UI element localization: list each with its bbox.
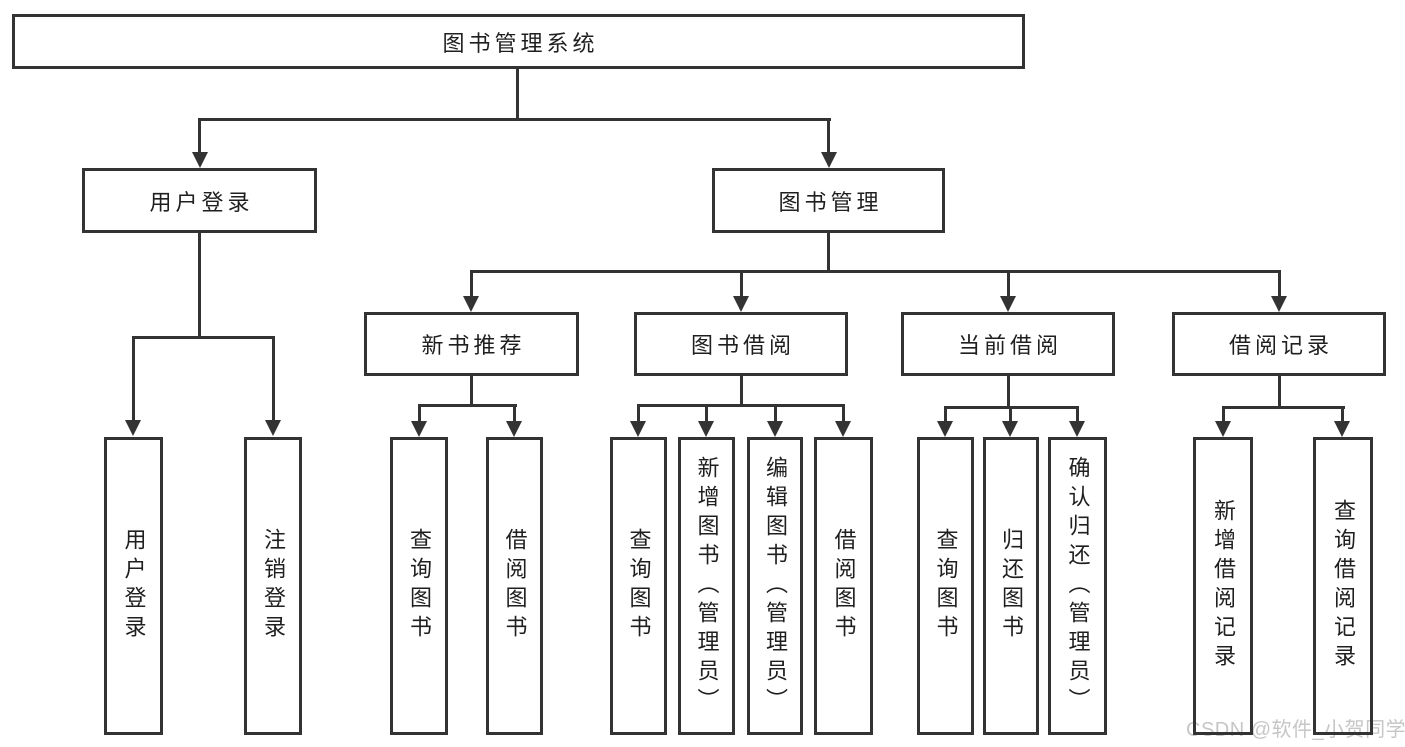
node-label: 借阅记录	[1228, 333, 1333, 358]
connector-segment	[637, 404, 845, 407]
node-label: 用户登录	[149, 189, 254, 215]
node-label: 图书管理	[778, 189, 883, 215]
node-label: 查询借阅记录	[1331, 499, 1356, 673]
connector-segment	[740, 270, 743, 298]
node-add-books-admin: 新增图书（管理员）	[678, 437, 735, 735]
connector-segment	[827, 233, 830, 273]
arrow-down-icon	[1000, 296, 1016, 312]
connector-segment	[1278, 270, 1281, 298]
arrow-down-icon	[125, 420, 141, 436]
node-label: 归还图书	[999, 528, 1024, 644]
connector-segment	[132, 336, 275, 339]
arrow-down-icon	[1215, 421, 1231, 437]
node-book-management: 图书管理	[712, 168, 945, 233]
node-label: 借阅图书	[502, 528, 528, 644]
node-user-login-branch: 用户登录	[82, 168, 317, 233]
node-add-borrow-record: 新增借阅记录	[1193, 437, 1253, 735]
connector-segment	[513, 404, 516, 423]
arrow-down-icon	[767, 421, 783, 437]
node-book-borrowing: 图书借阅	[634, 312, 848, 376]
node-label: 查询图书	[933, 528, 959, 644]
connector-segment	[827, 118, 830, 152]
connector-segment	[944, 406, 947, 423]
arrow-down-icon	[1069, 421, 1085, 437]
arrow-down-icon	[265, 420, 281, 436]
connector-segment	[418, 404, 517, 407]
connector-segment	[470, 270, 473, 298]
connector-segment	[1007, 375, 1010, 409]
node-label: 新增借阅记录	[1211, 499, 1236, 673]
arrow-down-icon	[698, 421, 714, 437]
connector-segment	[132, 336, 135, 420]
node-label: 新增图书（管理员）	[694, 455, 720, 717]
connector-segment	[198, 118, 831, 121]
connector-segment	[470, 375, 473, 407]
connector-segment	[272, 336, 275, 420]
node-borrow-books: 借阅图书	[814, 437, 873, 735]
arrow-down-icon	[463, 296, 479, 312]
node-label: 当前借阅	[957, 333, 1062, 358]
connector-segment	[516, 68, 519, 120]
connector-segment	[1007, 270, 1010, 298]
node-label: 确认归还（管理员）	[1065, 455, 1091, 717]
arrow-down-icon	[733, 296, 749, 312]
node-new-book-recommend: 新书推荐	[364, 312, 579, 376]
arrow-down-icon	[411, 421, 427, 437]
arrow-down-icon	[835, 421, 851, 437]
watermark: CSDN @软件_小贺同学	[1186, 719, 1405, 741]
node-return-books: 归还图书	[983, 437, 1039, 735]
node-query-borrow-record: 查询借阅记录	[1313, 437, 1373, 735]
node-label: 用户登录	[121, 528, 147, 644]
node-label: 图书借阅	[690, 333, 795, 358]
arrow-down-icon	[1271, 296, 1287, 312]
connector-segment	[198, 118, 201, 152]
connector-segment	[470, 270, 1281, 273]
node-borrowing-records: 借阅记录	[1172, 312, 1386, 376]
arrow-down-icon	[630, 421, 646, 437]
arrow-down-icon	[506, 421, 522, 437]
node-user-login-leaf: 用户登录	[104, 437, 163, 735]
node-edit-books-admin: 编辑图书（管理员）	[747, 437, 803, 735]
node-query-books-recommend: 查询图书	[390, 437, 448, 735]
arrow-down-icon	[1334, 421, 1350, 437]
connector-segment	[740, 375, 743, 407]
node-label: 图书管理系统	[442, 30, 599, 56]
node-label: 借阅图书	[831, 528, 857, 644]
node-confirm-return-admin: 确认归还（管理员）	[1048, 437, 1107, 735]
connector-segment	[198, 233, 201, 336]
arrow-down-icon	[1002, 421, 1018, 437]
connector-segment	[1222, 406, 1345, 409]
node-label: 查询图书	[407, 528, 432, 644]
node-label: 注销登录	[261, 528, 286, 644]
connector-segment	[1278, 375, 1281, 409]
node-label: 编辑图书（管理员）	[763, 455, 788, 717]
node-query-books-current: 查询图书	[917, 437, 974, 735]
connector-segment	[705, 404, 708, 423]
node-query-books-borrow: 查询图书	[610, 437, 667, 735]
arrow-down-icon	[192, 152, 208, 168]
node-library-management-system: 图书管理系统	[12, 14, 1025, 69]
node-logout: 注销登录	[244, 437, 302, 735]
node-borrow-books-recommend: 借阅图书	[486, 437, 543, 735]
connector-segment	[418, 404, 421, 423]
node-label: 查询图书	[626, 528, 652, 644]
arrow-down-icon	[821, 152, 837, 168]
connector-segment	[1341, 406, 1344, 423]
node-label: 新书推荐	[421, 333, 526, 358]
connector-segment	[842, 404, 845, 423]
node-current-borrowing: 当前借阅	[901, 312, 1115, 376]
connector-segment	[1222, 406, 1225, 423]
connector-segment	[1009, 406, 1012, 423]
arrow-down-icon	[937, 421, 953, 437]
connector-segment	[774, 404, 777, 423]
connector-segment	[1076, 406, 1079, 423]
connector-segment	[637, 404, 640, 423]
